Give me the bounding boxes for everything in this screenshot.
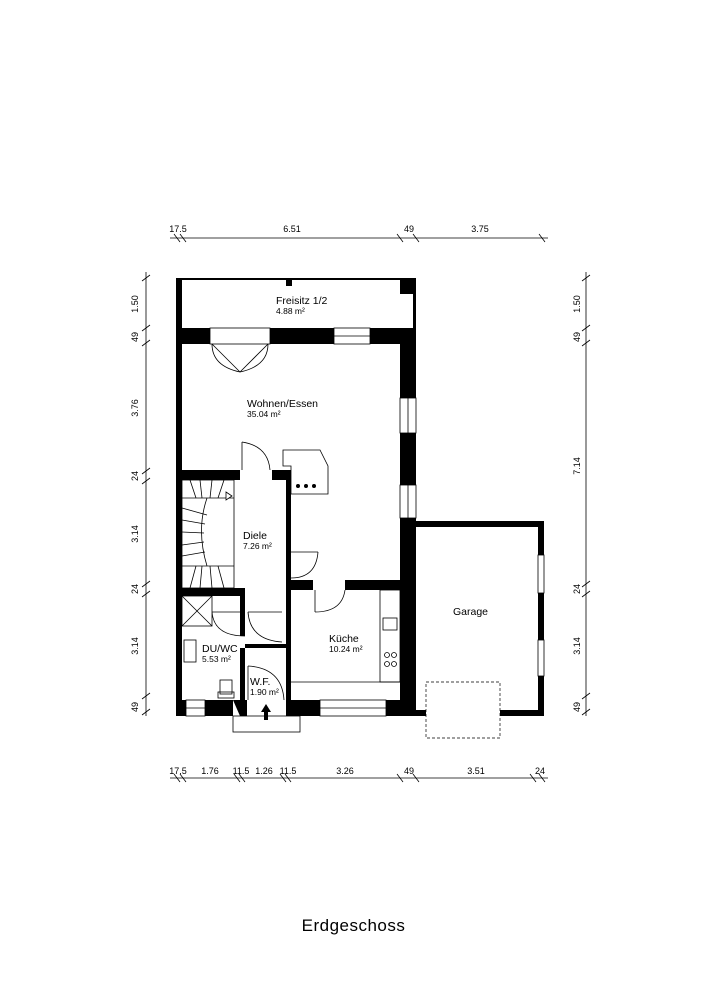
dim-bottom-9: 24 [535,766,545,776]
room-duwc-name: DU/WC [202,643,238,655]
room-wf-area: 1.90 m² [250,687,279,697]
dim-right-1: 1.50 [572,295,582,313]
entrance-step [232,715,301,733]
dim-right-6: 49 [572,702,582,712]
dim-right-3: 7.14 [572,457,582,475]
doors [209,327,346,720]
toilet [219,679,233,695]
dim-top-4: 3.75 [471,224,489,234]
kitchen-counter-island [282,449,329,495]
dim-top-3: 49 [404,224,414,234]
dimension-labels: 17.5 6.51 49 3.75 17.5 1.76 11.5 1.26 11… [130,224,582,776]
dim-bottom-8: 3.51 [467,766,485,776]
dim-top-2: 6.51 [283,224,301,234]
fixtures [181,449,501,739]
dim-bottom-5: 11.5 [280,766,297,776]
kitchen-counter [379,589,401,683]
dim-right-4: 24 [572,584,582,594]
dim-bottom-3: 11.5 [233,766,250,776]
plan-title: Erdgeschoss [301,916,406,935]
dim-bottom-1: 17.5 [169,766,187,776]
dim-top-1: 17.5 [169,224,187,234]
dim-bottom-4: 1.26 [255,766,273,776]
dim-left-6: 24 [130,584,140,594]
room-diele-name: Diele [243,530,267,542]
dim-bottom-6: 3.26 [336,766,354,776]
room-diele-area: 7.26 m² [243,541,272,551]
room-freisitz-area: 4.88 m² [276,306,305,316]
room-freisitz-name: Freisitz 1/2 [276,295,328,307]
room-kueche-area: 10.24 m² [329,644,363,654]
dim-right-2: 49 [572,332,582,342]
room-labels: Freisitz 1/2 4.88 m² Wohnen/Essen 35.04 … [202,295,488,697]
dim-left-2: 49 [130,332,140,342]
dimension-lines [141,233,591,783]
dim-left-3: 3.76 [130,399,140,417]
garage-door-outline [425,681,501,739]
dim-bottom-7: 49 [404,766,414,776]
dim-left-4: 24 [130,471,140,481]
windows [185,327,545,717]
room-wf-name: W.F. [250,676,270,688]
dim-left-7: 3.14 [130,637,140,655]
dim-bottom-2: 1.76 [201,766,219,776]
room-duwc-area: 5.53 m² [202,654,231,664]
room-kueche-name: Küche [329,633,359,645]
room-wohnen-name: Wohnen/Essen [247,398,318,410]
room-garage-name: Garage [453,606,488,618]
dim-right-5: 3.14 [572,637,582,655]
walls [176,278,544,716]
dim-left-8: 49 [130,702,140,712]
dim-left-5: 3.14 [130,525,140,543]
staircase [181,479,235,589]
room-wohnen-area: 35.04 m² [247,409,281,419]
washbasin [183,639,197,663]
dim-left-1: 1.50 [130,295,140,313]
